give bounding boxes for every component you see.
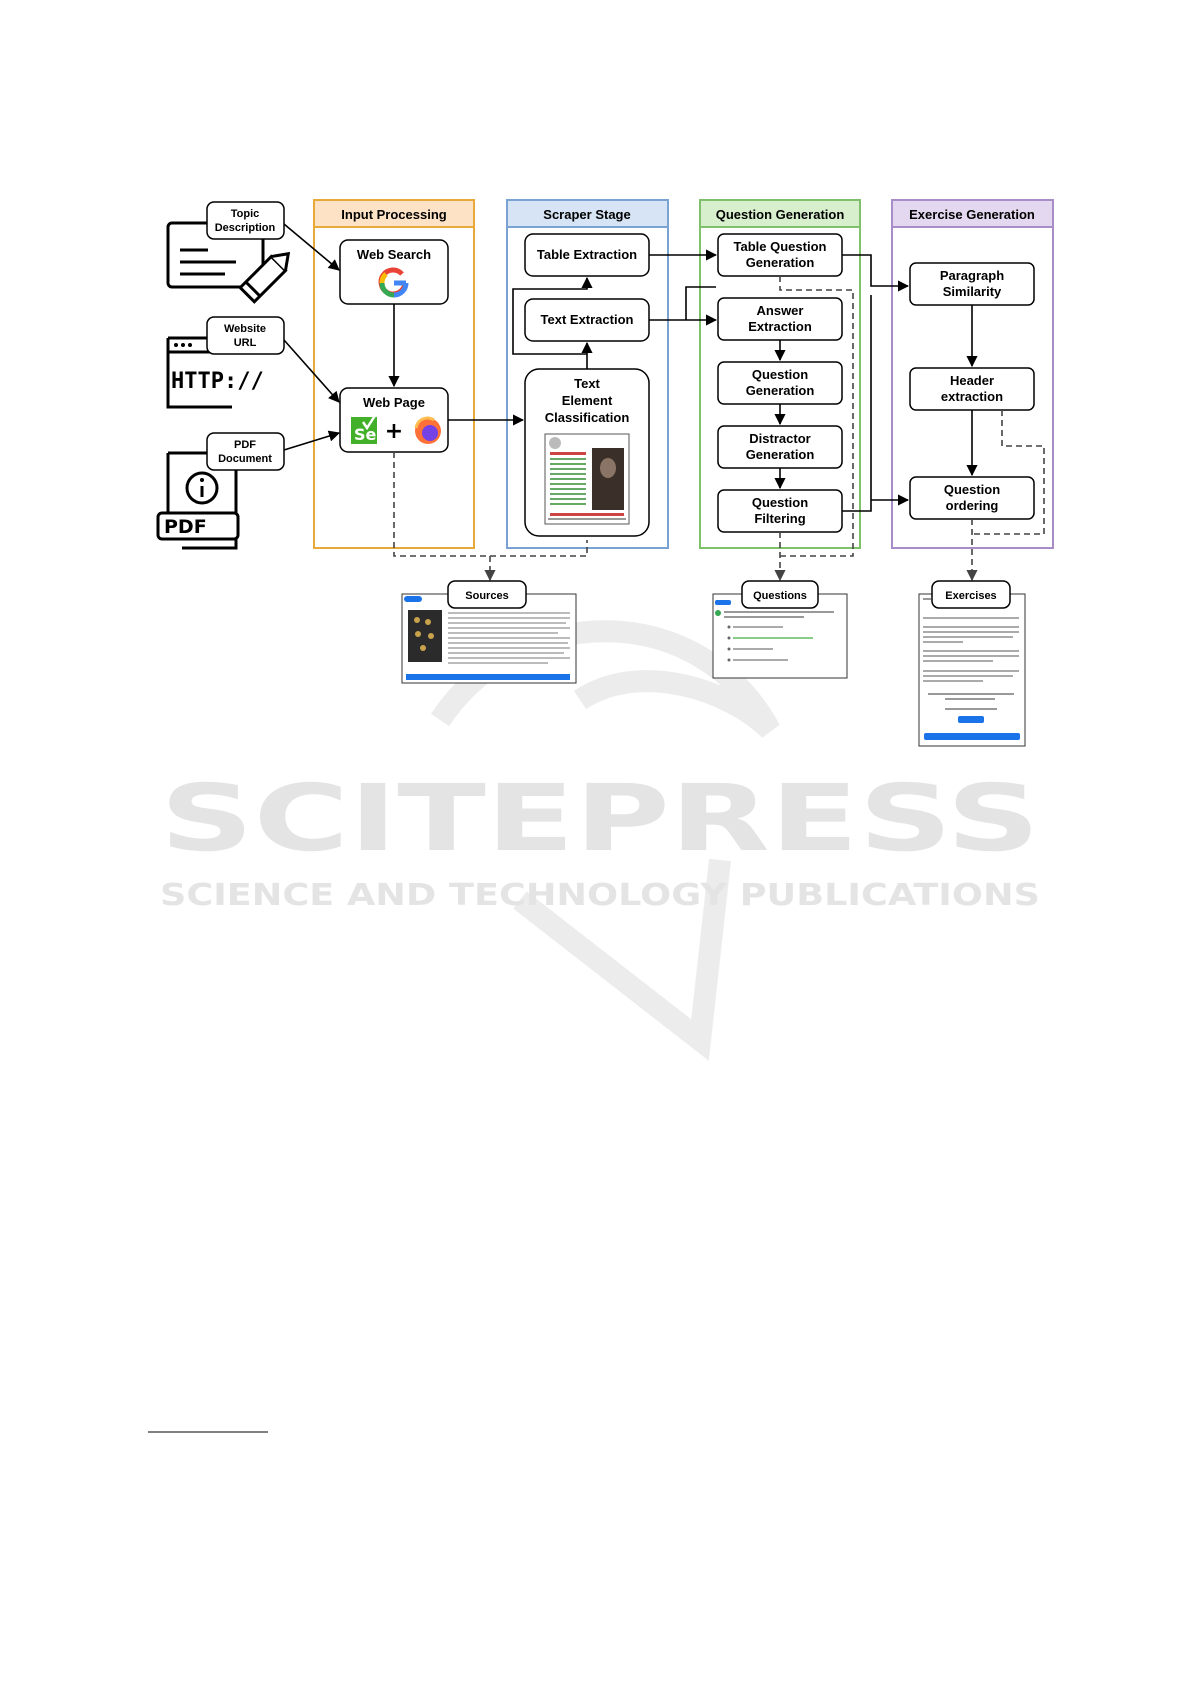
svg-text:Question: Question: [944, 482, 1000, 497]
stage-title-scraper: Scraper Stage: [543, 207, 630, 222]
svg-text:Question: Question: [752, 367, 808, 382]
svg-text:PDF: PDF: [234, 439, 256, 451]
stage-title-exercise-generation: Exercise Generation: [909, 207, 1035, 222]
sources-panel: Sources: [401, 580, 577, 684]
website-url-label: Website URL: [206, 316, 285, 355]
svg-text:Web Search: Web Search: [357, 247, 431, 262]
svg-text:Question: Question: [752, 495, 808, 510]
svg-text:Document: Document: [218, 453, 272, 465]
svg-text:Table Question: Table Question: [734, 239, 827, 254]
pdf-document-icon: PDF: [156, 451, 240, 550]
svg-text:Extraction: Extraction: [748, 319, 812, 334]
table-extraction-node: Table Extraction: [524, 233, 650, 277]
pdf-document-label: PDF Document: [206, 432, 285, 471]
solid-arrows: [283, 223, 978, 512]
svg-text:Se: Se: [354, 425, 377, 444]
svg-text:Answer: Answer: [757, 303, 804, 318]
svg-text:Classification: Classification: [545, 410, 630, 425]
svg-text:URL: URL: [234, 337, 257, 349]
sources-label: Sources: [465, 590, 508, 602]
selenium-logo-icon: Se: [351, 413, 378, 444]
web-search-node: Web Search: [339, 239, 449, 305]
svg-text:Similarity: Similarity: [943, 284, 1002, 299]
plus-sign: +: [385, 419, 403, 444]
svg-text:Web Page: Web Page: [363, 395, 425, 410]
svg-text:Table Extraction: Table Extraction: [537, 247, 637, 262]
stage-title-question-generation: Question Generation: [716, 207, 845, 222]
wiki-page-thumbnail: [544, 433, 630, 525]
svg-text:Website: Website: [224, 323, 266, 335]
distractor-generation-node: Distractor Generation: [717, 425, 843, 469]
watermark: SCITEPRESS SCIENCE AND TECHNOLOGY PUBLIC…: [160, 620, 1040, 1061]
topic-description-label: Topic Description: [206, 201, 285, 240]
text-element-classification-node: Text Element Classification: [524, 368, 650, 537]
svg-text:Generation: Generation: [746, 447, 815, 462]
stage-exercise-generation: Exercise Generation: [891, 199, 1054, 549]
svg-text:Generation: Generation: [746, 255, 815, 270]
question-filtering-node: Question Filtering: [717, 489, 843, 533]
text-extraction-node: Text Extraction: [524, 298, 650, 342]
svg-text:Paragraph: Paragraph: [940, 268, 1004, 283]
answer-extraction-node: Answer Extraction: [717, 297, 843, 341]
pdf-badge-text: PDF: [164, 516, 207, 538]
firefox-logo-icon: [414, 416, 441, 444]
table-question-generation-node: Table Question Generation: [717, 233, 843, 277]
svg-text:Topic: Topic: [231, 208, 260, 220]
watermark-main: SCITEPRESS: [160, 765, 1040, 872]
exercises-panel: Exercises: [918, 580, 1026, 747]
watermark-sub: SCIENCE AND TECHNOLOGY PUBLICATIONS: [160, 878, 1040, 913]
svg-text:Text Extraction: Text Extraction: [541, 312, 634, 327]
paragraph-similarity-node: Paragraph Similarity: [909, 262, 1035, 306]
question-generation-node: Question Generation: [717, 361, 843, 405]
http-text: HTTP://: [171, 369, 264, 394]
svg-text:Text: Text: [574, 376, 600, 391]
svg-text:ordering: ordering: [946, 498, 999, 513]
svg-text:Distractor: Distractor: [749, 431, 810, 446]
web-page-node: Web Page Se +: [339, 387, 449, 453]
exercises-label: Exercises: [945, 590, 996, 602]
questions-label: Questions: [753, 590, 807, 602]
svg-text:Filtering: Filtering: [754, 511, 805, 526]
question-ordering-node: Question ordering: [909, 476, 1035, 520]
svg-text:Element: Element: [562, 393, 613, 408]
questions-panel: Questions: [712, 580, 848, 679]
svg-text:extraction: extraction: [941, 389, 1003, 404]
svg-text:Header: Header: [950, 373, 994, 388]
google-logo-icon: [378, 267, 409, 298]
header-extraction-node: Header extraction: [909, 367, 1035, 411]
stage-title-input-processing: Input Processing: [341, 207, 447, 222]
stage-question-generation: Question Generation: [699, 199, 861, 549]
dashed-arrows: [393, 276, 1045, 582]
svg-text:Description: Description: [215, 222, 276, 234]
svg-text:Generation: Generation: [746, 383, 815, 398]
